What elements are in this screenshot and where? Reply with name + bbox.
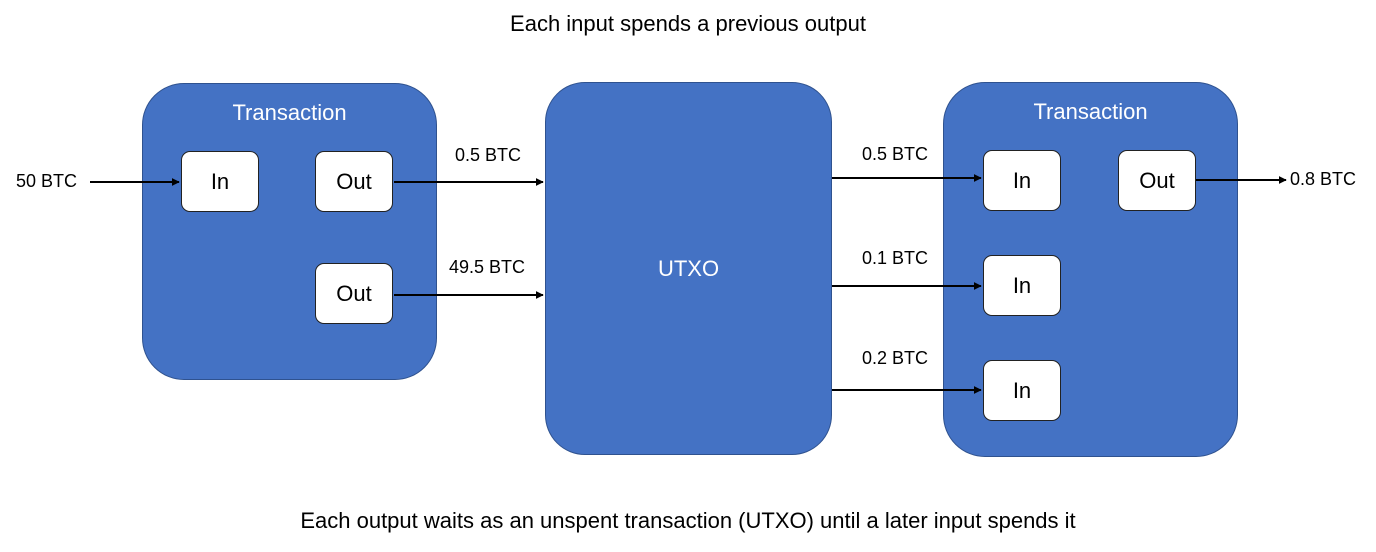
left-transaction-title: Transaction	[232, 100, 347, 125]
right-tx-input-1: In	[983, 150, 1061, 211]
amount-left-out2: 49.5 BTC	[449, 257, 526, 277]
right-transaction-title: Transaction	[1033, 99, 1148, 124]
amount-right-in2: 0.1 BTC	[862, 248, 929, 268]
amount-right-out: 0.8 BTC	[1290, 169, 1357, 189]
amount-right-in1: 0.5 BTC	[862, 144, 929, 164]
footer-caption: Each output waits as an unspent transact…	[300, 508, 1076, 533]
utxo-box: UTXO	[545, 82, 832, 455]
amount-left-out1: 0.5 BTC	[455, 145, 522, 165]
amount-right-in3: 0.2 BTC	[862, 348, 929, 368]
header-caption: Each input spends a previous output	[510, 11, 866, 36]
left-tx-output-1: Out	[315, 151, 393, 212]
right-tx-input-3: In	[983, 360, 1061, 421]
amount-source: 50 BTC	[16, 171, 78, 191]
right-tx-input-2: In	[983, 255, 1061, 316]
left-transaction-box: Transaction	[142, 83, 437, 380]
right-tx-output: Out	[1118, 150, 1196, 211]
left-tx-output-2: Out	[315, 263, 393, 324]
left-tx-input: In	[181, 151, 259, 212]
